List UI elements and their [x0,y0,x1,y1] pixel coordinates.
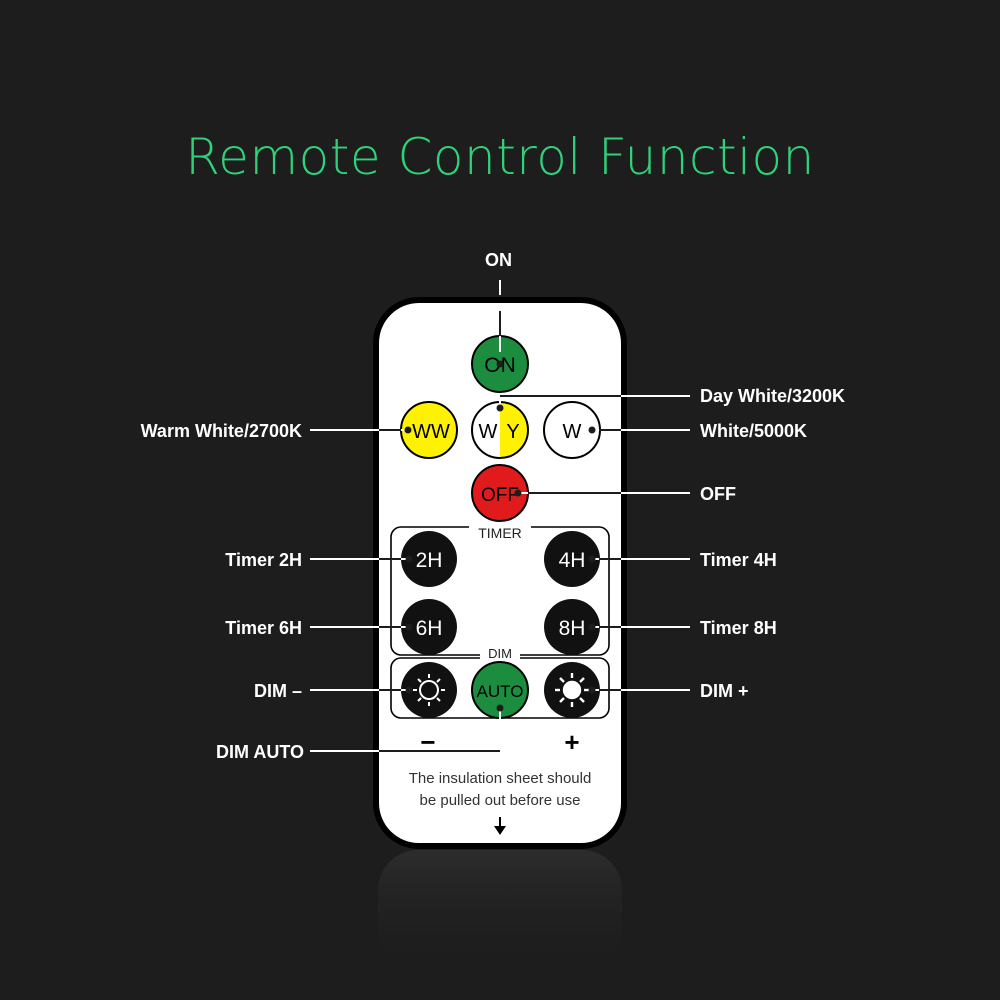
warm-white-button[interactable]: WW [400,401,458,459]
white-button-label: W [563,421,582,443]
timer-6h-button-label: 6H [416,617,443,640]
sun-outline-icon [413,674,445,706]
callout-timer-2h: Timer 2H [225,550,302,570]
callout-timer-8h: Timer 8H [700,618,777,638]
callout-day-white: Day White/3200K [700,386,846,406]
timer-8h-button-label: 8H [559,617,586,640]
insulation-note-line1: The insulation sheet should [408,770,592,787]
timer-8h-button[interactable]: 8H [544,599,600,655]
timer-4h-button-label: 4H [559,549,586,572]
insulation-note-line2: be pulled out before use [419,792,581,809]
timer-2h-button-label: 2H [416,549,443,572]
callout-off: OFF [700,484,736,504]
timer-group-label: TIMER [478,525,522,541]
callout-dim-minus: DIM – [253,681,302,701]
callout-on: ON [485,250,512,270]
page-title: Remote Control Function [185,128,815,186]
white-button[interactable]: W [543,401,601,459]
down-arrow-icon [494,817,506,835]
day-white-button[interactable]: W Y [471,401,529,459]
callout-dim-plus: DIM + [700,681,749,701]
callout-white: White/5000K [700,421,808,441]
dim-auto-button-label: AUTO [477,682,524,701]
remote-reflection [378,850,622,970]
dim-minus-button[interactable] [401,662,457,718]
callout-dim-auto: DIM AUTO [216,742,304,762]
callout-warm-white: Warm White/2700K [140,421,302,441]
day-white-button-w-label: W [479,421,498,443]
timer-2h-button[interactable]: 2H [401,531,457,587]
day-white-button-y-label: Y [506,421,519,443]
leader-dots [404,360,596,712]
insulation-note: The insulation sheet should be pulled ou… [380,768,620,812]
timer-6h-button[interactable]: 6H [401,599,457,655]
sun-filled-icon [555,673,589,707]
off-button-label: OFF [481,485,519,506]
callout-timer-4h: Timer 4H [700,550,777,570]
callout-timer-6h: Timer 6H [225,618,302,638]
warm-white-button-label: WW [412,421,450,443]
timer-4h-button[interactable]: 4H [544,531,600,587]
dim-plus-button[interactable] [544,662,600,718]
dim-group-label: DIM [488,646,512,661]
minus-symbol: − [420,727,435,757]
plus-symbol: + [564,727,579,757]
